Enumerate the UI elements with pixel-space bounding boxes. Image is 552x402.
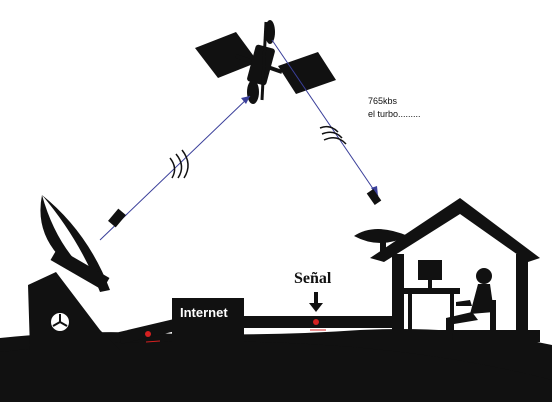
ground-base: [0, 341, 552, 402]
ground-station-dish-icon: [28, 195, 120, 350]
signal-label: Señal: [294, 270, 332, 287]
speed-annotation: 765kbs el turbo.........: [368, 95, 421, 121]
signal-dot-right: [313, 319, 319, 325]
internet-label: Internet: [180, 305, 228, 320]
speed-label: 765kbs: [368, 96, 398, 106]
signal-flow-left: [145, 340, 161, 343]
downlink-module: [366, 188, 382, 206]
turbo-label: el turbo.........: [368, 109, 421, 119]
downlink-wave-icon: [319, 125, 347, 145]
uplink-module: [108, 208, 126, 228]
uplink-wave-icon: [169, 149, 189, 179]
signal-arrow-icon: [309, 292, 323, 312]
satellite-icon: [195, 20, 336, 104]
receiver-dish-icon: [354, 229, 408, 256]
internet-box: [172, 298, 244, 342]
signal-dot-left: [145, 331, 151, 337]
computer-user-icon: [404, 260, 496, 340]
uplink-arrowhead: [241, 96, 250, 104]
house-icon: [370, 198, 540, 342]
downlink-beam: [271, 39, 379, 197]
